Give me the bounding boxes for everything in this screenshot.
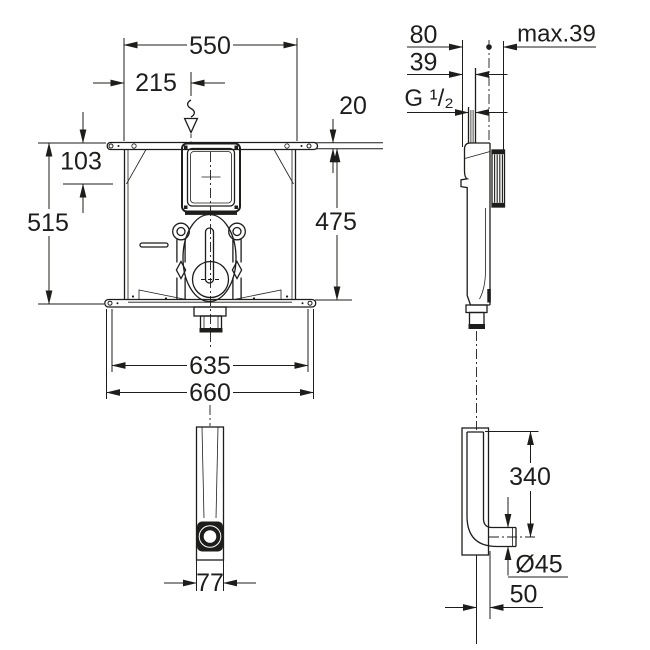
dim-39-label: 39: [410, 49, 438, 77]
dim-550: 550: [123, 32, 298, 141]
dim-635-label: 635: [189, 352, 231, 380]
dim-39: 39: [407, 49, 508, 78]
dim-660-label: 660: [189, 379, 231, 407]
front-view: 550 215 20 103 515: [27, 32, 383, 407]
side-view: 80 max.39 39 G ¹/₂ 340 Ø45: [404, 21, 596, 644]
dim-340-label: 340: [509, 463, 551, 491]
dim-550-label: 550: [189, 32, 231, 60]
bottom-view: 77: [164, 405, 256, 597]
flush-bend-cover: [182, 213, 237, 303]
dim-340: 340: [485, 431, 554, 538]
dim-80-label: 80: [410, 21, 438, 49]
wall-plate: [491, 149, 506, 208]
mounting-straps: [139, 222, 246, 300]
dim-45: Ø45: [504, 497, 568, 579]
dim-475: 475: [315, 148, 358, 301]
dim-103: 103: [38, 112, 113, 213]
dim-g12-label: G ¹/₂: [404, 85, 453, 112]
top-flange: [106, 141, 319, 151]
dim-20: 20: [315, 92, 383, 173]
outlet-connector: [193, 306, 227, 333]
dim-45-label: Ø45: [515, 551, 562, 579]
inlet-stub: [467, 68, 477, 143]
dim-g12: G ¹/₂: [404, 85, 508, 116]
dim-660: 660: [106, 309, 314, 407]
water-supply-icon: [183, 72, 199, 142]
dim-80: 80: [407, 21, 463, 51]
dim-515-label: 515: [27, 209, 69, 237]
dim-references-top: [462, 40, 504, 150]
dim-103-label: 103: [60, 148, 102, 176]
dim-max39: max.39: [503, 21, 596, 51]
dim-635: 635: [111, 309, 309, 380]
dim-50: 50: [445, 581, 543, 611]
side-body: [460, 142, 491, 306]
inspection-shaft: [181, 142, 241, 215]
tank-walls: [123, 149, 297, 300]
dim-dot-terminator: [486, 44, 492, 50]
pipe-connector: [197, 521, 223, 552]
dim-77-label: 77: [196, 569, 224, 597]
flush-pipe-elbow: [461, 427, 537, 644]
dim-77: 77: [164, 560, 256, 597]
dim-50-label: 50: [510, 581, 538, 609]
bottom-flange: [104, 289, 317, 308]
dim-515: 515: [27, 142, 104, 305]
dim-215-label: 215: [135, 69, 177, 97]
dim-20-label: 20: [339, 92, 367, 120]
side-outlet-stub: [465, 304, 488, 329]
dim-215: 215: [93, 69, 225, 97]
dim-max39-label: max.39: [517, 21, 596, 48]
dim-475-label: 475: [315, 208, 357, 236]
